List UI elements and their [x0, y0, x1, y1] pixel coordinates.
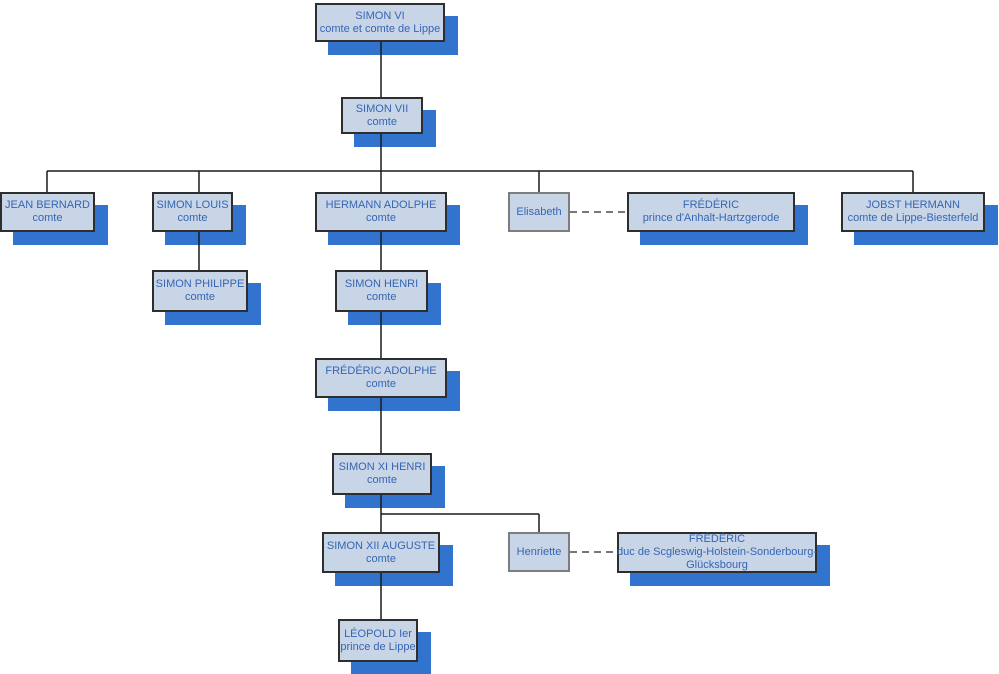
person-name: LÉOPOLD Ier — [344, 627, 412, 640]
node-simon-philippe[interactable]: SIMON PHILIPPE comte — [152, 270, 248, 312]
node-leopold[interactable]: LÉOPOLD Ier prince de Lippe — [338, 619, 418, 662]
person-title: comte — [32, 212, 63, 224]
person-name: FRÉDÉRIC — [688, 533, 746, 545]
person-name: SIMON VII — [355, 102, 409, 115]
person-title: comte — [367, 474, 397, 486]
person-name: SIMON XII AUGUSTE — [326, 539, 436, 552]
person-name: SIMON XI HENRI — [338, 461, 426, 473]
person-title: comte — [366, 552, 396, 565]
person-title: comte — [185, 291, 215, 303]
person-name: Henriette — [516, 545, 562, 558]
node-simon-xii-auguste[interactable]: SIMON XII AUGUSTE comte — [322, 532, 440, 573]
person-name: JEAN BERNARD — [5, 199, 90, 211]
person-name: SIMON VI — [355, 9, 405, 22]
person-title: comte — [367, 115, 397, 128]
node-frederic-schleswig[interactable]: FRÉDÉRIC duc de Scgleswig-Holstein-Sonde… — [617, 532, 817, 573]
person-title: comte — [366, 291, 397, 303]
node-elisabeth[interactable]: Elisabeth — [508, 192, 570, 232]
person-title-line2: Glücksbourg — [686, 559, 748, 571]
person-name: SIMON HENRI — [344, 278, 419, 290]
person-title: prince de Lippe — [340, 640, 416, 653]
person-title: comte — [177, 212, 208, 224]
node-simon-xi-henri[interactable]: SIMON XI HENRI comte — [332, 453, 432, 495]
node-jobst-hermann[interactable]: JOBST HERMANN comte de Lippe-Biesterfeld — [841, 192, 985, 232]
person-name: SIMON PHILIPPE — [155, 278, 245, 290]
node-simon-henri[interactable]: SIMON HENRI comte — [335, 270, 428, 312]
person-title: duc de Scgleswig-Holstein-Sonderbourg- — [617, 546, 817, 558]
node-frederic-anhalt[interactable]: FRÉDÉRIC prince d'Anhalt-Hartzgerode — [627, 192, 795, 232]
person-name: HERMANN ADOLPHE — [325, 199, 437, 211]
person-title: comte — [366, 378, 396, 390]
node-simon-vii[interactable]: SIMON VII comte — [341, 97, 423, 134]
node-frederic-adolphe[interactable]: FRÉDÉRIC ADOLPHE comte — [315, 358, 447, 398]
node-jean-bernard[interactable]: JEAN BERNARD comte — [0, 192, 95, 232]
person-name: Elisabeth — [516, 205, 562, 218]
node-henriette[interactable]: Henriette — [508, 532, 570, 572]
person-title: comte de Lippe-Biesterfeld — [847, 212, 979, 224]
node-simon-vi[interactable]: SIMON VI comte et comte de Lippe — [315, 3, 445, 42]
node-simon-louis[interactable]: SIMON LOUIS comte — [152, 192, 233, 232]
person-name: SIMON LOUIS — [156, 199, 229, 211]
marriage-connectors — [570, 211, 627, 553]
node-hermann-adolphe[interactable]: HERMANN ADOLPHE comte — [315, 192, 447, 232]
person-title: comte et comte de Lippe — [319, 22, 441, 35]
person-name: FRÉDÉRIC ADOLPHE — [325, 365, 437, 377]
person-title: prince d'Anhalt-Hartzgerode — [642, 212, 780, 224]
person-title: comte — [366, 212, 396, 224]
person-name: JOBST HERMANN — [866, 199, 960, 211]
person-name: FRÉDÉRIC — [682, 199, 740, 211]
